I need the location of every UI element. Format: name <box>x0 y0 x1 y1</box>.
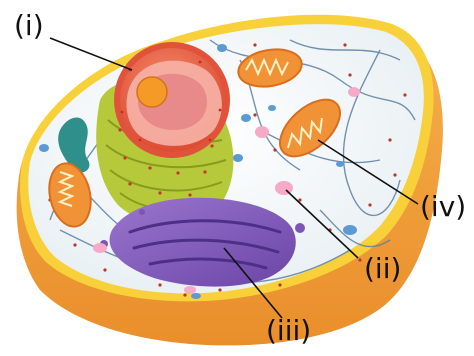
label-iv: (iv) <box>420 193 466 221</box>
label-ii: (ii) <box>364 255 401 283</box>
label-i: (i) <box>14 12 44 40</box>
leader-line-i <box>50 38 132 70</box>
nucleus <box>114 42 230 158</box>
label-iii: (iii) <box>266 317 311 345</box>
